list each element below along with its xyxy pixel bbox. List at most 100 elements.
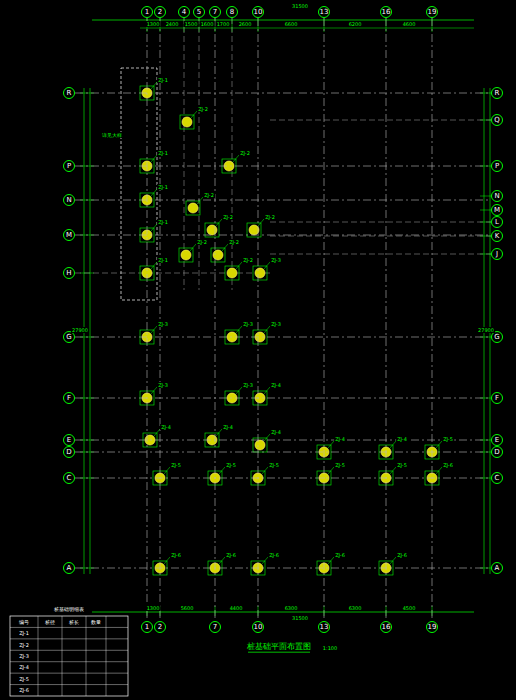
axis-label: L	[495, 219, 499, 226]
axis-label: K	[495, 233, 500, 240]
axis-bubble: 10	[252, 6, 264, 18]
axis-bubble: C	[63, 472, 75, 484]
drawing-title: 桩基础平面布置图	[247, 641, 311, 652]
axis-label: 10	[254, 9, 263, 16]
pile-cap-tag: ZJ-6	[225, 552, 237, 558]
axis-label: 5	[197, 9, 201, 16]
axis-bubble: N	[491, 190, 503, 202]
axis-bubble: L	[491, 216, 503, 228]
axis-bubble: 5	[193, 6, 205, 18]
axis-bubble: P	[63, 160, 75, 172]
axis-bubble: 19	[426, 6, 438, 18]
dimension-text: 1500	[184, 21, 199, 27]
pile-cap-tag: ZJ-2	[264, 214, 276, 220]
axis-label: G	[66, 334, 71, 341]
axis-bubble: 13	[318, 621, 330, 633]
axis-label: E	[495, 437, 499, 444]
axis-bubble: 1	[141, 6, 153, 18]
pile-cap-tag: ZJ-1	[157, 77, 169, 83]
table-cell: 桩基础明细表	[53, 606, 85, 612]
axis-label: M	[66, 232, 72, 239]
axis-bubble: F	[491, 392, 503, 404]
pile-cap-tag: ZJ-3	[157, 321, 169, 327]
axis-label: 1	[145, 624, 149, 631]
axis-label: 7	[213, 9, 217, 16]
pile-cap-tag: ZJ-5	[225, 462, 237, 468]
axis-bubble: 8	[226, 6, 238, 18]
axis-line	[147, 18, 148, 621]
table-cell: ZJ-3	[18, 653, 30, 659]
axis-label: D	[494, 449, 499, 456]
pile-cap-tag: ZJ-1	[157, 184, 169, 190]
axis-label: P	[67, 163, 71, 170]
pile-cap-tag: ZJ-6	[334, 552, 346, 558]
axis-label: 10	[254, 624, 263, 631]
axis-line	[75, 337, 491, 338]
dimension-text: 31500	[291, 615, 309, 621]
pile-cap-tag: ZJ-5	[396, 462, 408, 468]
table-cell: 桩径	[44, 619, 56, 625]
axis-bubble: Q	[491, 114, 503, 126]
pile-cap-tag: ZJ-4	[334, 436, 346, 442]
axis-label: E	[67, 437, 71, 444]
axis-bubble: E	[63, 434, 75, 446]
dimension-text: 4600	[402, 21, 417, 27]
axis-bubble: 2	[154, 621, 166, 633]
axis-label: D	[66, 449, 71, 456]
axis-label: F	[67, 395, 71, 402]
axis-label: A	[67, 565, 72, 572]
pile-cap-tag: ZJ-5	[334, 462, 346, 468]
axis-label: 13	[320, 9, 329, 16]
dimension-text: 6300	[348, 605, 363, 611]
pile-cap-tag: ZJ-6	[170, 552, 182, 558]
pile-cap-tag: ZJ-4	[160, 424, 172, 430]
table-cell: ZJ-1	[18, 630, 30, 636]
note-text: 详见大样	[101, 132, 123, 138]
pile-cap-tag: ZJ-3	[157, 382, 169, 388]
axis-label: 1	[145, 9, 149, 16]
axis-label: N	[66, 197, 71, 204]
axis-bubble: 13	[318, 6, 330, 18]
axis-label: 2	[158, 9, 162, 16]
axis-bubble: N	[63, 194, 75, 206]
table-cell: 桩长	[68, 619, 80, 625]
pile-cap-tag: ZJ-3	[242, 382, 254, 388]
axis-bubble: H	[63, 267, 75, 279]
axis-bubble: 1	[141, 621, 153, 633]
dimension-text: 27900	[477, 327, 495, 333]
axis-label: G	[494, 334, 499, 341]
axis-bubble: 2	[154, 6, 166, 18]
axis-bubble: 19	[426, 621, 438, 633]
table-cell: 编号	[18, 619, 30, 625]
axis-bubble: K	[491, 230, 503, 242]
axis-bubble: 16	[380, 621, 392, 633]
dimension-text: 31500	[291, 3, 309, 9]
axis-bubble: M	[491, 204, 503, 216]
axis-line	[75, 452, 491, 453]
axis-label: Q	[494, 117, 500, 124]
table-cell: ZJ-4	[18, 664, 30, 670]
pile-cap-tag: ZJ-3	[270, 257, 282, 263]
pile-cap-tag: ZJ-6	[442, 462, 454, 468]
pile-cap-tag: ZJ-3	[242, 321, 254, 327]
axis-bubble: F	[63, 392, 75, 404]
axis-bubble: 4	[178, 6, 190, 18]
pile-cap-tag: ZJ-1	[157, 150, 169, 156]
pile-cap-tag: ZJ-2	[228, 239, 240, 245]
axis-line	[258, 18, 259, 621]
axis-line	[324, 18, 325, 621]
axis-line	[75, 93, 491, 94]
table-cell: 数量	[90, 619, 102, 625]
axis-label: 2	[158, 624, 162, 631]
pile-cap-tag: ZJ-1	[157, 219, 169, 225]
axis-label: H	[66, 270, 71, 277]
axis-label: R	[67, 90, 72, 97]
axis-bubble: D	[63, 446, 75, 458]
dimension-text: 4400	[229, 605, 244, 611]
table-cell: ZJ-5	[18, 676, 30, 682]
pile-cap-tag: ZJ-6	[268, 552, 280, 558]
dimension-text: 1700	[216, 21, 231, 27]
dimension-text: 27900	[71, 327, 89, 333]
table-cell: ZJ-6	[18, 687, 30, 693]
